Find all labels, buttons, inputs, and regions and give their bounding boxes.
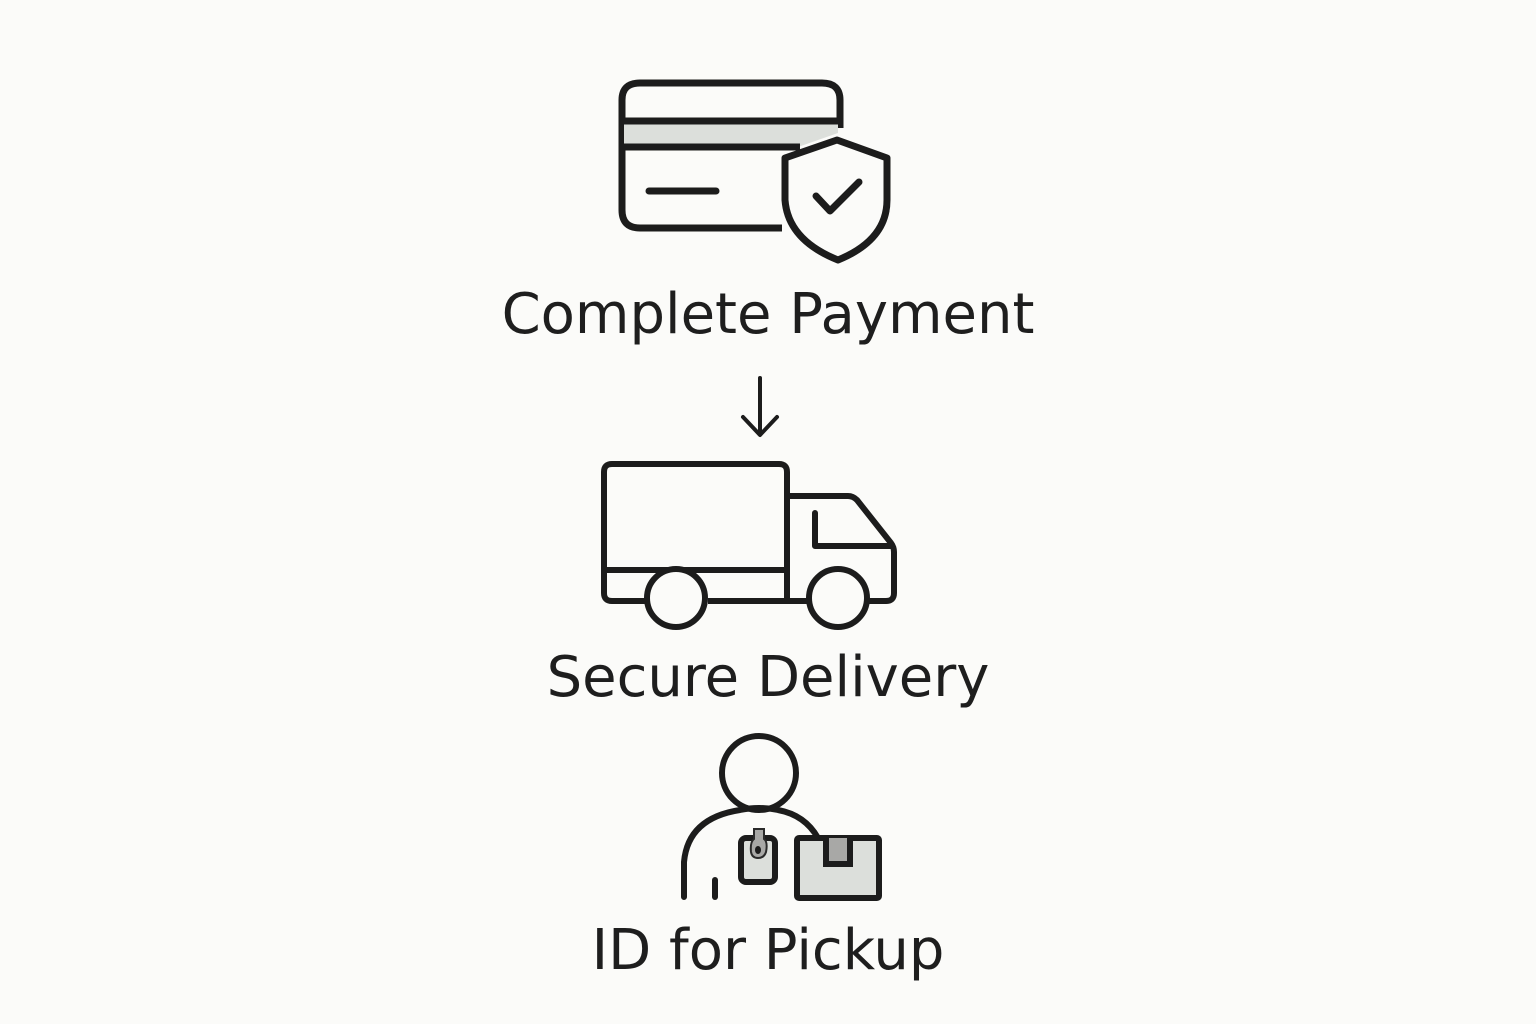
step-label: Secure Delivery xyxy=(546,645,990,710)
delivery-truck-icon xyxy=(601,461,897,630)
person-id-badge-package-icon xyxy=(681,733,882,901)
step-complete-payment xyxy=(600,70,910,280)
step-id-for-pickup xyxy=(660,720,900,910)
credit-card-shield-check-icon xyxy=(618,79,891,264)
step-label: Complete Payment xyxy=(501,282,1035,347)
step-secure-delivery xyxy=(590,455,910,635)
arrow-down-icon xyxy=(730,372,790,442)
step-label: ID for Pickup xyxy=(591,918,945,983)
